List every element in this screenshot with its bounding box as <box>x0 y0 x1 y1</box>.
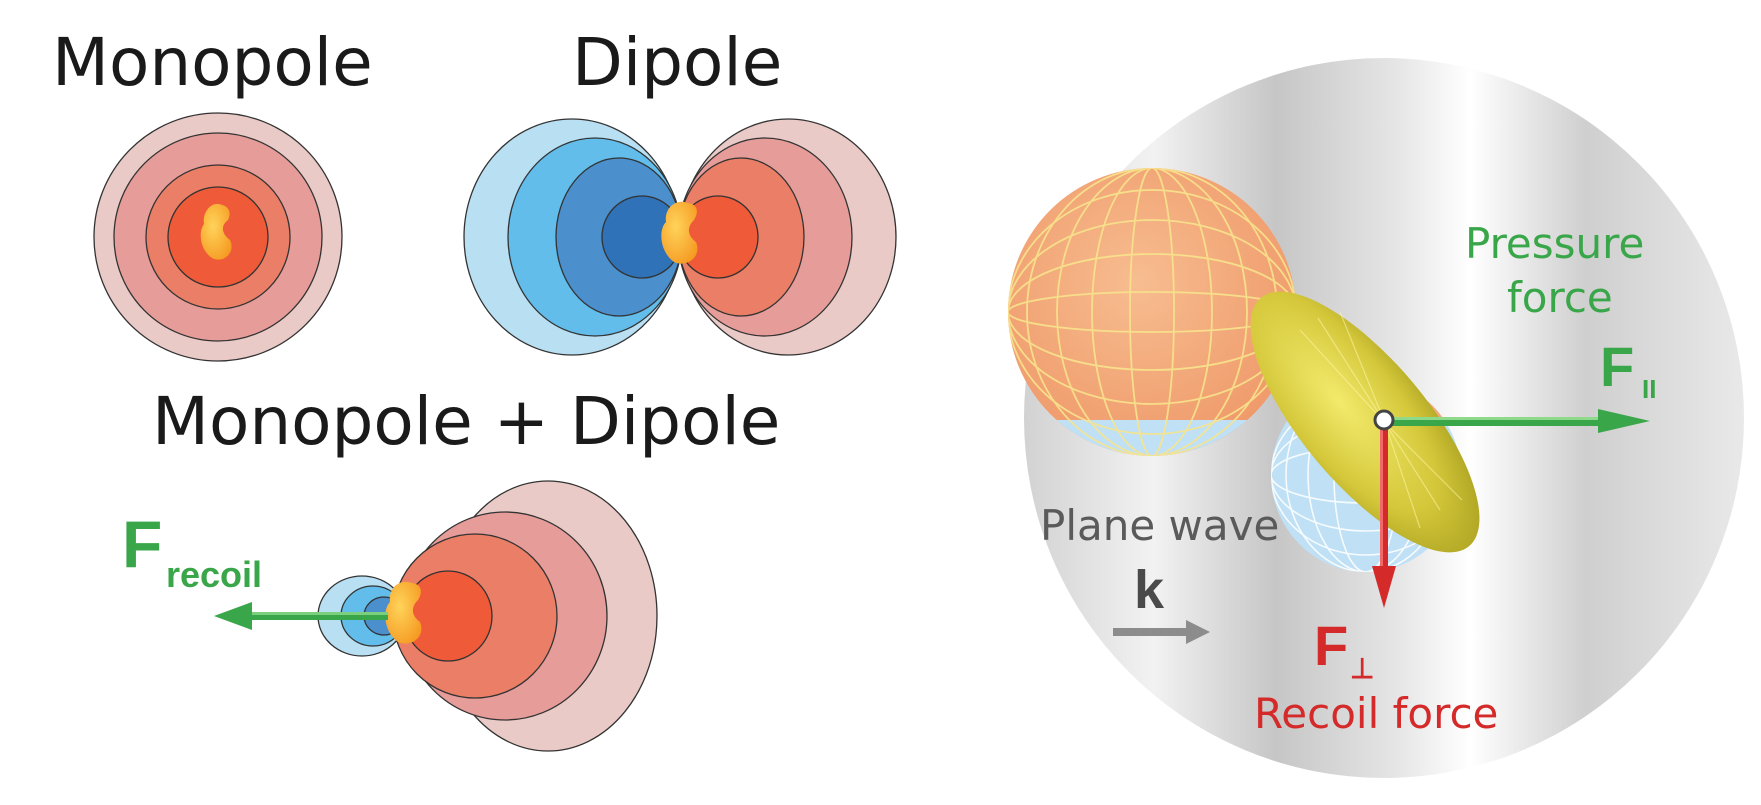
pressure-symbol: F <box>1600 335 1634 398</box>
wave-vector-arrow <box>1113 620 1210 644</box>
monopole-title: Monopole <box>52 24 373 101</box>
monopole-field <box>93 112 343 362</box>
combined-field <box>317 480 658 752</box>
centre-point <box>1373 409 1395 431</box>
dipole-field <box>463 118 897 356</box>
recoil-arrow-left <box>214 602 388 630</box>
dipole-title: Dipole <box>572 24 782 101</box>
recoil-symbol-left: F <box>122 507 162 581</box>
plane-wave-label: Plane wave <box>1040 501 1279 550</box>
recoil-symbol-right: F <box>1314 614 1348 677</box>
combined-particle <box>385 581 422 644</box>
recoil-force-label: Recoil force <box>1254 689 1498 738</box>
pressure-force-arrow <box>1390 409 1650 433</box>
recoil-subscript-left: recoil <box>166 554 262 595</box>
monopole-particle <box>200 203 232 260</box>
recoil-subscript-right: ⊥ <box>1350 653 1374 684</box>
particle-ellipsoid <box>1250 291 1480 553</box>
dipole-particle <box>661 201 698 264</box>
scattering-sphere-panel <box>1008 58 1744 778</box>
pressure-label-line1: Pressure <box>1465 219 1644 268</box>
pressure-label-line2: force <box>1507 273 1613 322</box>
recoil-force-arrow <box>1372 428 1396 608</box>
wave-vector-symbol: k <box>1134 560 1165 620</box>
pressure-subscript: II <box>1642 374 1656 404</box>
combined-title: Monopole + Dipole <box>152 383 780 460</box>
